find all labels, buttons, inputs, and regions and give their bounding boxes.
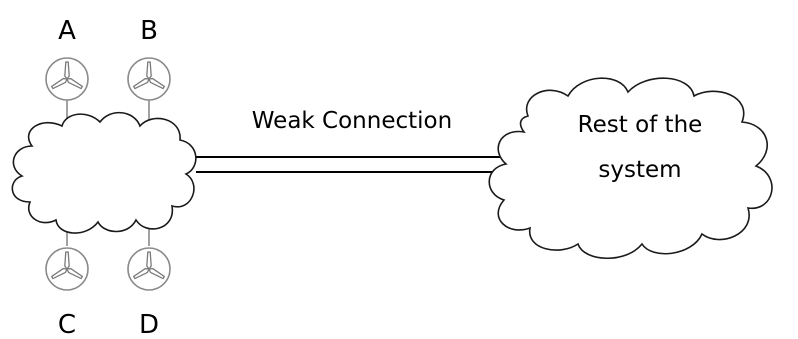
turbine-d [127, 247, 171, 291]
turbine-c-label: C [58, 310, 76, 339]
turbine-b-label: B [140, 16, 158, 46]
turbine-d-rotor-icon [132, 251, 166, 280]
turbine-c-rotor-icon [50, 251, 84, 280]
turbine-d-label: D [139, 310, 159, 339]
rest-of-system-cloud [488, 77, 773, 260]
turbine-c [45, 247, 89, 291]
weak-connection-label: Weak Connection [252, 108, 452, 134]
rest-of-system-label-line2: system [598, 157, 681, 183]
turbine-a-rotor-icon [50, 61, 84, 90]
rest-of-system-label-line1: Rest of the [578, 112, 703, 138]
turbine-b [127, 57, 171, 101]
turbine-b-rotor-icon [132, 61, 166, 90]
turbine-a [45, 57, 89, 101]
weak-connection-lines [196, 156, 505, 173]
wind-farm-cloud [11, 111, 197, 234]
turbine-a-label: A [58, 16, 76, 46]
